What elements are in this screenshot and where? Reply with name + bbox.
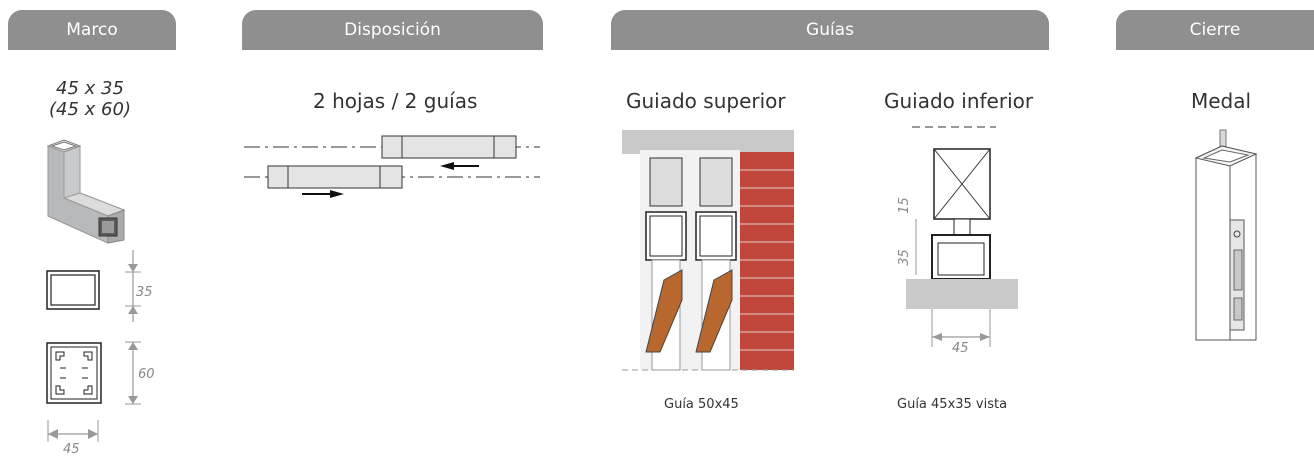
guiado-superior-illustration — [622, 130, 794, 371]
disposicion-title: 2 hojas / 2 guías — [313, 89, 478, 113]
tab-cierre[interactable]: Cierre — [1116, 10, 1314, 50]
tab-disposicion[interactable]: Disposición — [242, 10, 543, 50]
guia-superior-caption: Guía 50x45 — [664, 397, 739, 412]
guiado-inferior-illustration — [906, 126, 1018, 347]
dim-label-35-inferior: 35 — [896, 249, 912, 266]
dim-label-45-inferior: 45 — [952, 341, 969, 356]
tab-marco[interactable]: Marco — [8, 10, 176, 50]
tab-guias[interactable]: Guías — [611, 10, 1049, 50]
guiado-superior-title: Guiado superior — [626, 89, 786, 113]
profile-60-section — [46, 342, 102, 404]
guia-inferior-caption: Guía 45x35 vista — [897, 397, 1008, 412]
dim-45-arrow — [47, 420, 99, 442]
dim-label-45: 45 — [63, 442, 80, 457]
profile-35-section — [46, 270, 100, 310]
medal-lock-illustration — [1194, 129, 1258, 341]
dim-label-35: 35 — [136, 285, 153, 300]
marco-size-alt: (45 x 60) — [49, 99, 131, 120]
dim-label-60: 60 — [138, 367, 155, 382]
guiado-inferior-title: Guiado inferior — [884, 89, 1034, 113]
marco-size-main: 45 x 35 — [56, 78, 124, 99]
dim-35-arrow — [125, 250, 141, 322]
dim-label-15: 15 — [896, 197, 912, 214]
frame-corner-illustration — [46, 139, 126, 244]
dim-60-arrow — [125, 341, 141, 405]
cierre-title: Medal — [1191, 89, 1252, 113]
sliding-layout-diagram — [244, 135, 540, 198]
